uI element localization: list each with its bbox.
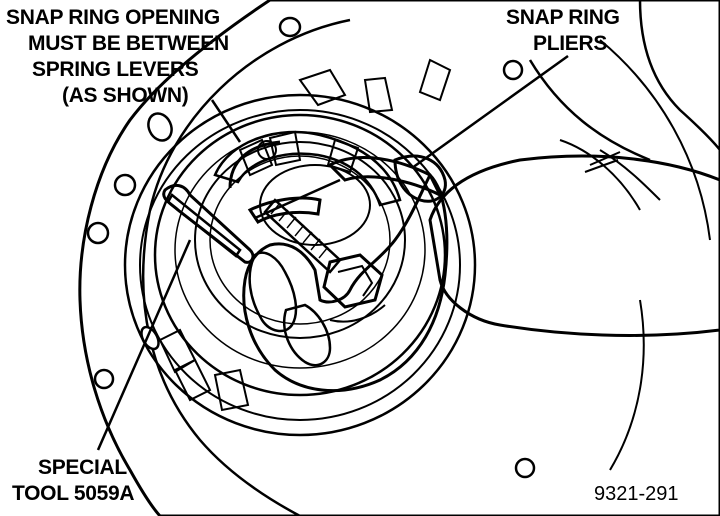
- figure-number: 9321-291: [594, 483, 679, 505]
- label-snap-ring-opening-line-4: (AS SHOWN): [62, 84, 189, 107]
- label-snap-ring-opening-line-2: MUST BE BETWEEN: [28, 32, 229, 55]
- label-special-tool-line-1: SPECIAL: [38, 456, 127, 479]
- special-tool-5059a: [162, 164, 384, 309]
- label-snap-ring-pliers: SNAP RING PLIERS: [506, 6, 620, 55]
- label-special-tool-line-2: TOOL 5059A: [12, 482, 134, 505]
- transmission-housing: [78, 0, 720, 516]
- special-tool-leader: [96, 239, 192, 451]
- label-snap-ring-opening: SNAP RING OPENING MUST BE BETWEEN SPRING…: [6, 6, 229, 107]
- snap-ring-opening-leader: [210, 99, 242, 143]
- clutch-drum: [123, 93, 477, 437]
- label-snap-ring-opening-line-1: SNAP RING OPENING: [6, 6, 220, 29]
- leader-lines: [96, 54, 569, 451]
- technician-hand: [242, 0, 720, 393]
- label-snap-ring-opening-line-3: SPRING LEVERS: [32, 58, 199, 81]
- snap-ring-pliers-leader: [411, 54, 569, 170]
- clutch-plate-tabs: [158, 328, 250, 412]
- spring-levers: [213, 130, 402, 207]
- label-snap-ring-pliers-line-2: PLIERS: [533, 32, 607, 55]
- label-snap-ring-pliers-line-1: SNAP RING: [506, 6, 620, 29]
- label-special-tool: SPECIAL TOOL 5059A: [12, 456, 135, 505]
